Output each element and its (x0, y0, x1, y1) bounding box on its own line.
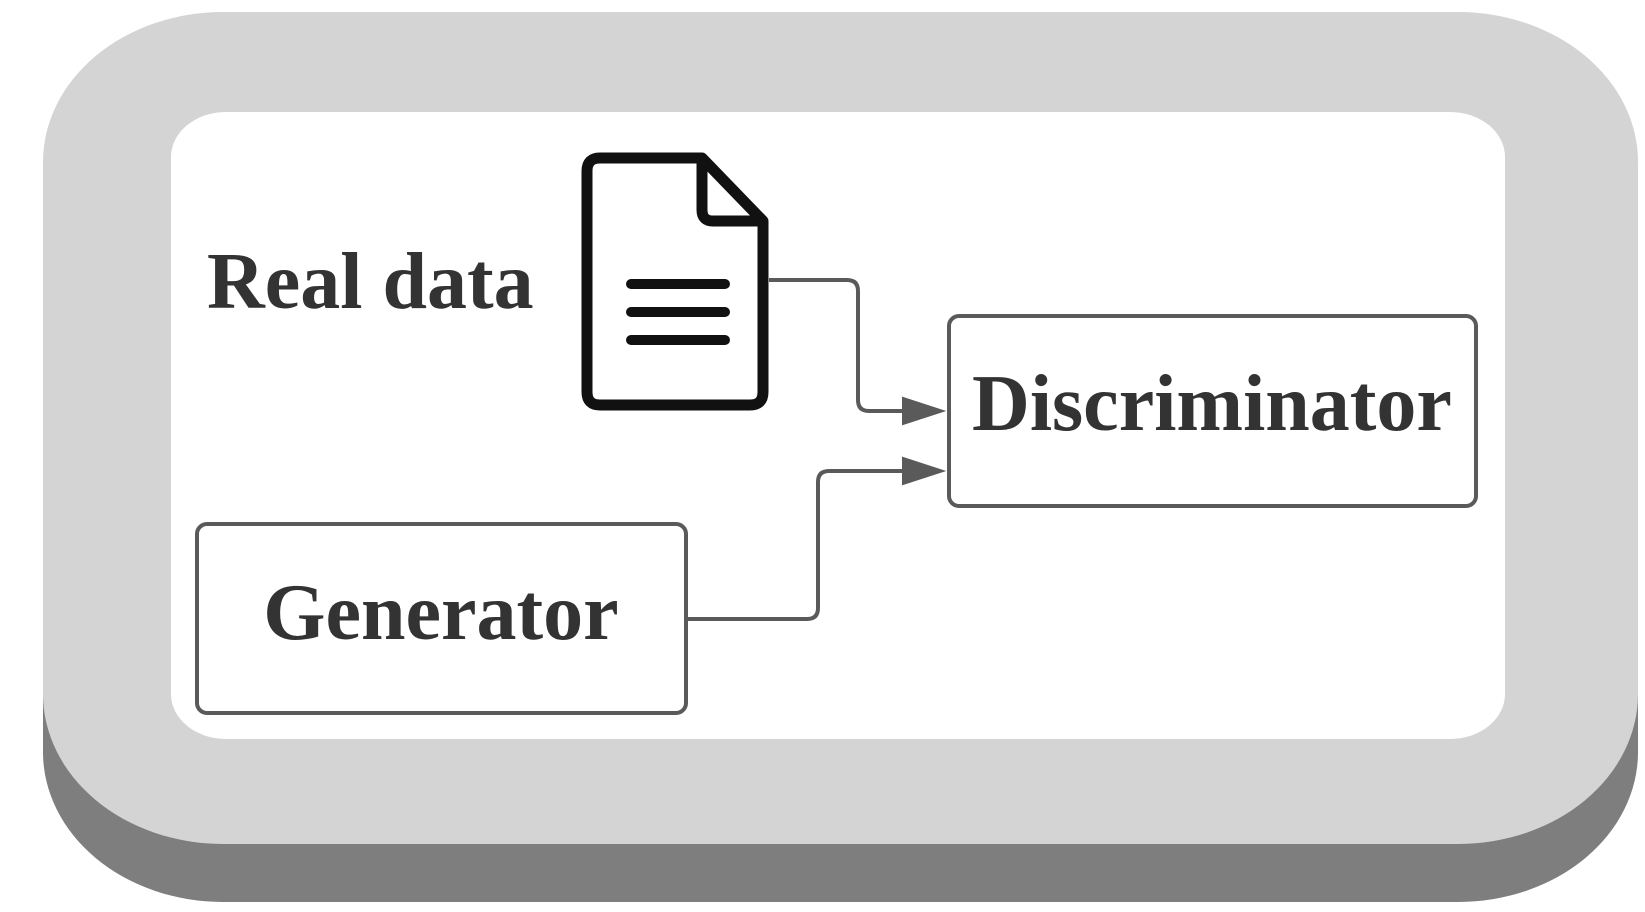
discriminator-label: Discriminator (972, 360, 1452, 448)
edge-real-data-to-discriminator (769, 278, 905, 413)
arrowhead-generator (902, 456, 947, 486)
real-data-label: Real data (207, 238, 534, 326)
discriminator-box (947, 314, 1478, 508)
arrowhead-real-data (902, 396, 947, 426)
generator-box (195, 522, 688, 715)
document-icon (581, 152, 769, 411)
generator-node: Generator (195, 522, 688, 715)
edge-generator-to-discriminator (688, 469, 905, 621)
generator-label: Generator (263, 569, 618, 657)
discriminator-node: Discriminator (947, 314, 1478, 508)
